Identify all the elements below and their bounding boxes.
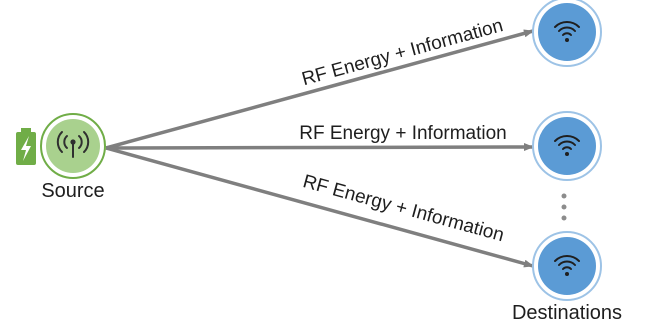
link-arrow-middle: [105, 143, 534, 152]
destinations-label: Destinations: [512, 302, 622, 324]
destination-node-3: [532, 231, 602, 301]
source-node: [40, 113, 106, 179]
wifi-icon: [554, 255, 580, 276]
link-arrow-bottom: [105, 146, 534, 268]
source-label: Source: [41, 180, 104, 202]
link-label-middle: RF Energy + Information: [299, 123, 507, 144]
battery-charging-icon: [16, 128, 36, 165]
link-arrow-top: [105, 29, 534, 150]
wifi-icon: [554, 135, 580, 156]
antenna-broadcast-icon: [56, 131, 90, 158]
wifi-icon: [554, 21, 580, 42]
vertical-ellipsis: [561, 193, 567, 221]
destination-node-1: [532, 0, 602, 67]
link-label-top: RF Energy + Information: [300, 15, 506, 90]
destination-node-2: [532, 111, 602, 181]
